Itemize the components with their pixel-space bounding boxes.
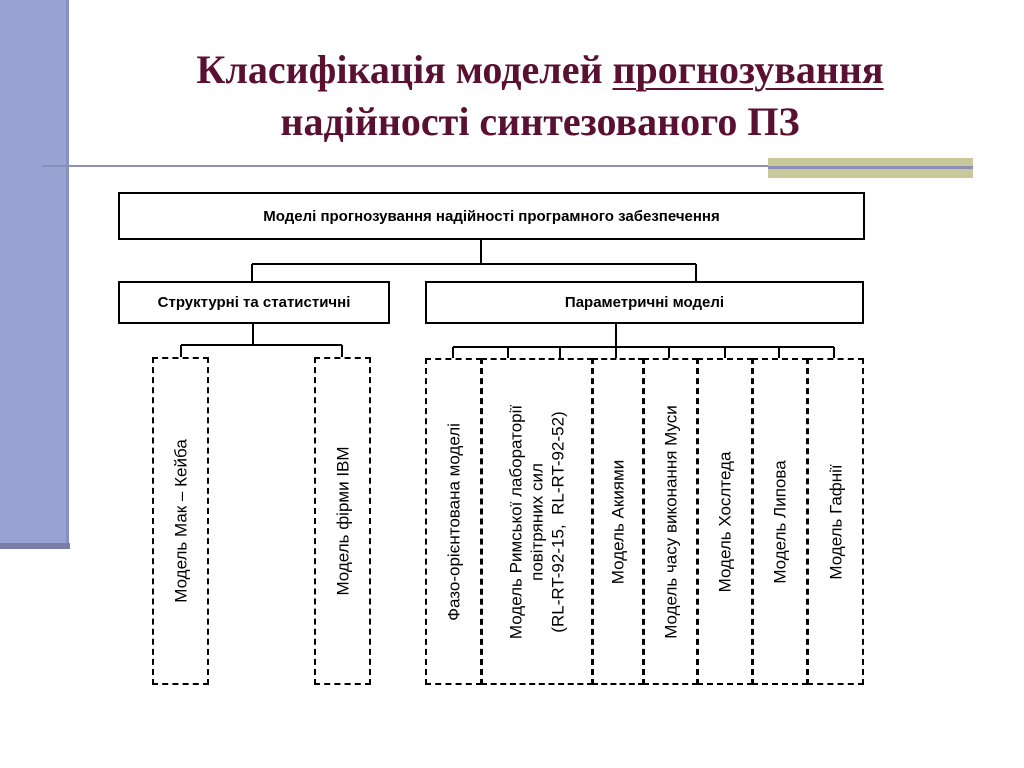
title-line-1: Класифікація моделей прогнозування <box>90 44 990 96</box>
sidebar-shadow <box>0 543 70 549</box>
model-node-label: Модель Римської лабораторії повітряних с… <box>506 404 568 639</box>
model-node-label: Модель Хослтеда <box>715 451 735 592</box>
root-node-label: Моделі прогнозування надійності програмн… <box>263 207 720 225</box>
title-line-2: надійності синтезованого ПЗ <box>280 99 800 144</box>
model-node-label: Модель часу виконання Муси <box>661 404 680 639</box>
model-node: Модель Хослтеда <box>697 358 753 685</box>
root-node: Моделі прогнозування надійності програмн… <box>118 192 865 240</box>
model-node: Модель Римської лабораторії повітряних с… <box>481 358 593 685</box>
model-node-label: Фазо-орієнтована моделі <box>444 422 463 621</box>
model-node-label: Модель Липова <box>770 459 790 584</box>
title-line-1-text: Класифікація моделей <box>196 47 613 92</box>
title-divider-accent-line <box>768 166 973 169</box>
model-node: Модель фірми IBM <box>314 357 371 685</box>
structural-node-label: Структурні та статистичні <box>157 294 351 311</box>
title-underlined-word: прогнозування <box>612 47 884 92</box>
model-node: Модель Мак – Кейба <box>152 357 209 685</box>
model-node: Модель Акиями <box>592 358 644 685</box>
slide-title: Класифікація моделей прогнозування надій… <box>90 44 990 148</box>
structural-node: Структурні та статистичні <box>118 281 390 324</box>
model-node-label: Модель Мак – Кейба <box>171 439 190 603</box>
model-node: Фазо-орієнтована моделі <box>425 358 482 685</box>
model-node: Модель Липова <box>752 358 808 685</box>
model-node: Модель часу виконання Муси <box>643 358 698 685</box>
sidebar-decoration <box>0 0 68 545</box>
model-node-label: Модель фірми IBM <box>333 446 352 596</box>
model-node-label: Модель Гафнії <box>826 463 845 580</box>
title-divider <box>42 165 972 167</box>
model-node-label: Модель Акиями <box>608 459 628 584</box>
sidebar-edge <box>66 0 69 548</box>
parametric-node: Параметричні моделі <box>425 281 864 324</box>
parametric-node-label: Параметричні моделі <box>564 294 725 311</box>
model-node: Модель Гафнії <box>807 358 864 685</box>
